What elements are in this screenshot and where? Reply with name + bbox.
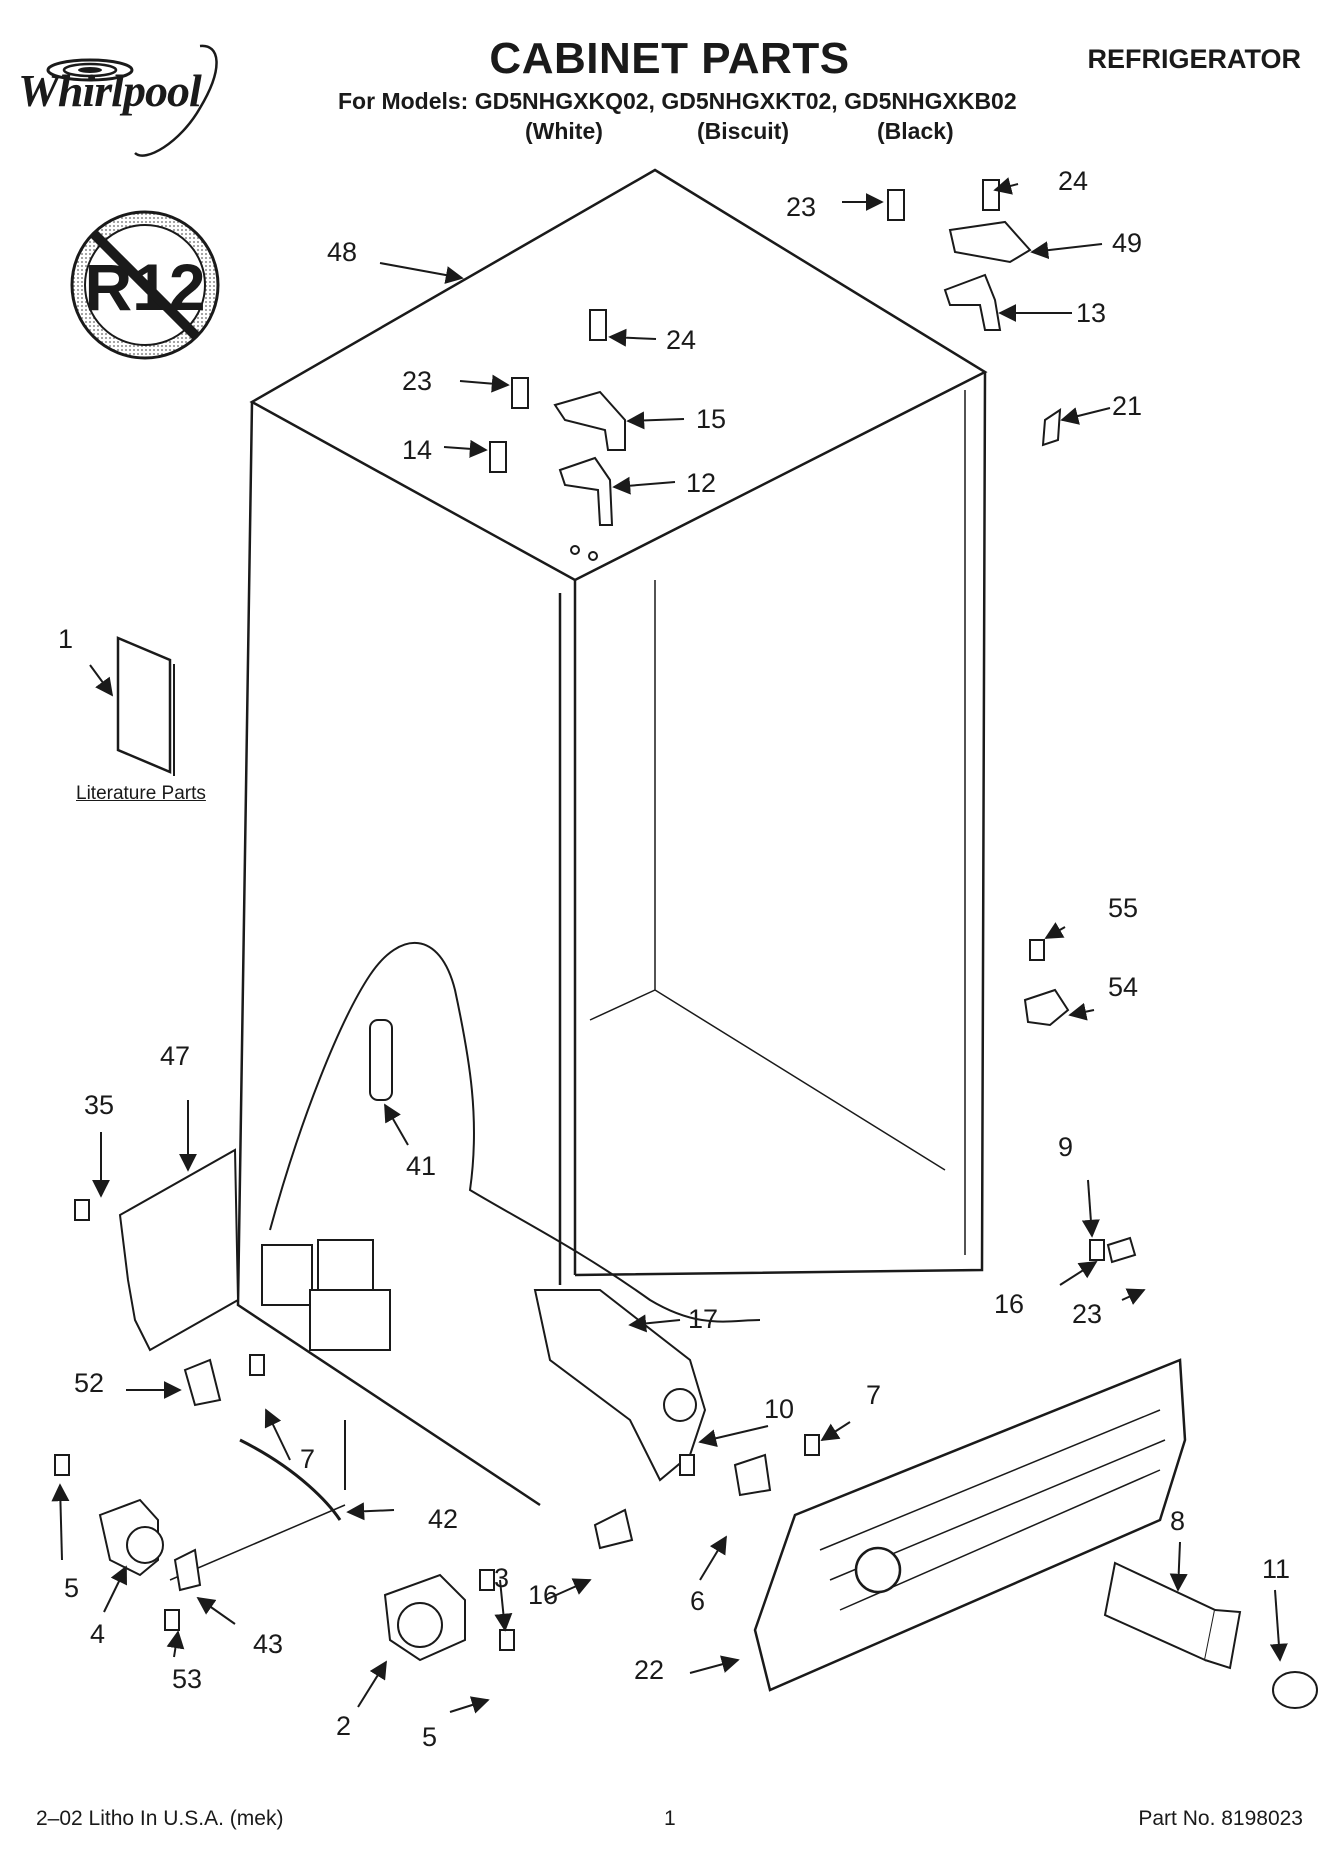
callout-3: 3 — [494, 1563, 509, 1593]
water-tube — [169, 1420, 346, 1581]
callout-8: 8 — [1170, 1506, 1185, 1536]
callout-41: 41 — [406, 1151, 436, 1181]
callout-55: 55 — [1108, 893, 1138, 923]
drain-coil — [369, 1019, 393, 1101]
callout-21: 21 — [1112, 391, 1142, 421]
callout-9: 9 — [1058, 1132, 1073, 1162]
water-valve-housing — [533, 1289, 707, 1482]
callout-48: 48 — [327, 237, 357, 267]
leader-arrows — [51, 177, 1288, 1714]
callout-4: 4 — [90, 1619, 105, 1649]
color-white: (White) — [525, 118, 603, 144]
callout-54: 54 — [1108, 972, 1138, 1002]
callout-7b: 7 — [866, 1380, 881, 1410]
callout-49: 49 — [1112, 228, 1142, 258]
front-roller-left — [98, 1498, 164, 1577]
model-list: For Models: GD5NHGXKQ02, GD5NHGXKT02, GD… — [338, 88, 1017, 114]
callout-24b: 24 — [666, 325, 696, 355]
front-roller-right — [383, 1573, 466, 1662]
callout-23a: 23 — [786, 192, 816, 222]
callout-52: 52 — [74, 1368, 104, 1398]
callout-24a: 24 — [1058, 166, 1088, 196]
callout-35: 35 — [84, 1090, 114, 1120]
callout-53: 53 — [172, 1664, 202, 1694]
leveling-bracket — [1023, 988, 1137, 1264]
upper-hinge-right — [887, 179, 1062, 447]
cabinet-outline — [236, 168, 988, 1507]
page-title: CABINET PARTS — [489, 34, 850, 83]
footer-page-number: 1 — [664, 1807, 676, 1830]
callout-15: 15 — [696, 404, 726, 434]
color-black: (Black) — [877, 118, 954, 144]
footer-part-number: Part No. 8198023 — [1138, 1807, 1303, 1830]
compressor-controls — [261, 1239, 391, 1351]
callout-12: 12 — [686, 468, 716, 498]
water-filter — [1103, 1561, 1242, 1670]
callout-43: 43 — [253, 1629, 283, 1659]
callout-23c: 23 — [1072, 1299, 1102, 1329]
upper-hinge-center — [489, 309, 626, 561]
callout-11: 11 — [1262, 1554, 1290, 1584]
footer-litho: 2–02 Litho In U.S.A. (mek) — [36, 1807, 284, 1830]
callout-5a: 5 — [64, 1573, 79, 1603]
callout-14: 14 — [402, 435, 432, 465]
product-type: REFRIGERATOR — [1087, 44, 1301, 74]
cutaway-view — [269, 941, 761, 1323]
rear-grille — [118, 1148, 240, 1352]
callout-16a: 16 — [994, 1289, 1024, 1319]
callout-1: 1 — [58, 624, 73, 654]
callout-5b: 5 — [422, 1722, 437, 1752]
toe-grille — [753, 1358, 1187, 1692]
brand-wordmark: Whirlpool — [18, 65, 202, 116]
callout-13: 13 — [1076, 298, 1106, 328]
filter-cap — [1272, 1671, 1318, 1709]
literature-booklet — [116, 636, 175, 776]
callout-6: 6 — [690, 1586, 705, 1616]
callout-labels: 1 2 3 4 5 5 6 7 7 8 9 10 11 12 13 14 15 … — [58, 166, 1290, 1752]
callout-2: 2 — [336, 1711, 351, 1741]
callout-17: 17 — [688, 1304, 718, 1334]
callout-23b: 23 — [402, 366, 432, 396]
callout-47: 47 — [160, 1041, 190, 1071]
callout-42: 42 — [428, 1504, 458, 1534]
misc-clips — [54, 939, 1045, 1651]
literature-parts-label: Literature Parts — [76, 783, 206, 804]
callout-7a: 7 — [300, 1444, 315, 1474]
callout-10: 10 — [764, 1394, 794, 1424]
no-r12-badge: R12 — [70, 210, 220, 360]
whirlpool-logo — [20, 38, 260, 173]
callout-16b: 16 — [528, 1580, 558, 1610]
callout-22: 22 — [634, 1655, 664, 1685]
color-biscuit: (Biscuit) — [697, 118, 789, 144]
